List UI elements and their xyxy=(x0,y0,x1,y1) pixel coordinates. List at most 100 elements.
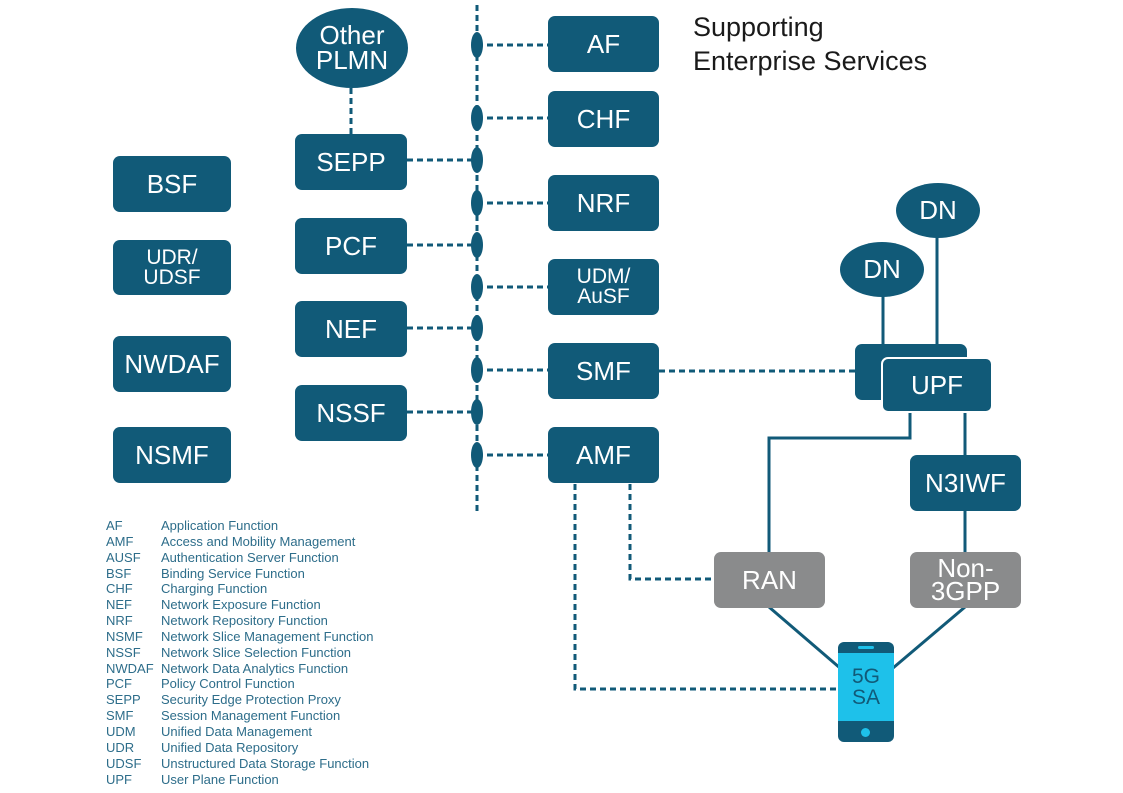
legend-abbreviation: NSMF xyxy=(106,628,143,644)
nf-n3iwf[interactable]: N3IWF xyxy=(910,455,1021,511)
plmn-label-1: Other xyxy=(319,20,385,50)
bus-junction xyxy=(471,32,483,58)
legend-description: Network Repository Function xyxy=(161,613,328,629)
nf-label: NSMF xyxy=(135,440,209,470)
dn-label: DN xyxy=(919,195,957,225)
bus-junction xyxy=(471,357,483,383)
nf-nsmf[interactable]: NSMF xyxy=(113,427,231,483)
legend-description: Access and Mobility Management xyxy=(161,533,356,549)
legend-abbreviation: AMF xyxy=(106,533,134,549)
ran-label: RAN xyxy=(742,565,797,595)
legend-description: Network Exposure Function xyxy=(161,597,321,613)
bus-junction xyxy=(471,442,483,468)
legend-row: NRF Network Repository Function xyxy=(106,613,373,629)
nf-bsf[interactable]: BSF xyxy=(113,156,231,212)
legend-row: UDR Unified Data Repository xyxy=(106,740,373,756)
device-label-1: 5G xyxy=(851,665,880,688)
nf-label: AF xyxy=(586,29,621,59)
legend-abbreviation: AUSF xyxy=(106,549,141,565)
nf-nrf[interactable]: NRF xyxy=(548,175,659,231)
title-line-1: Supporting xyxy=(693,12,824,42)
dn-label: DN xyxy=(863,254,901,284)
nf-label: PCF xyxy=(325,231,377,261)
legend-description: Network Data Analytics Function xyxy=(161,660,349,676)
nf-smf[interactable]: SMF xyxy=(548,343,659,399)
legend-abbreviation: NWDAF xyxy=(106,660,154,676)
legend-abbreviation: AF xyxy=(106,518,123,533)
bus-junction xyxy=(471,232,483,258)
legend-description: Unified Data Management xyxy=(161,723,313,739)
bus-junction xyxy=(471,105,483,131)
legend-abbreviation: PCF xyxy=(106,676,132,692)
legend-abbreviation: UDSF xyxy=(106,755,142,771)
nf-nssf[interactable]: NSSF xyxy=(295,385,407,441)
legend-abbreviation: NRF xyxy=(106,613,133,629)
ran-node[interactable]: RAN xyxy=(714,552,825,608)
legend-row: UDSF Unstructured Data Storage Function xyxy=(106,756,373,772)
non3gpp-device-link xyxy=(892,605,966,670)
legend-description: Network Slice Selection Function xyxy=(161,644,352,660)
legend-abbreviation: SMF xyxy=(106,708,134,724)
nf-pcf[interactable]: PCF xyxy=(295,218,407,274)
nf-label: UPF xyxy=(911,370,963,400)
non3gpp-label-1: Non- xyxy=(937,553,994,583)
diagram-title: Supporting Enterprise Services xyxy=(693,10,927,78)
legend-row: SMF Session Management Function xyxy=(106,708,373,724)
ran-device-link xyxy=(768,605,841,670)
nf-udm-ausf[interactable]: UDM/AuSF xyxy=(548,259,659,315)
nf-udr-udsf[interactable]: UDR/ UDSF xyxy=(113,240,231,295)
legend-description: Unified Data Repository xyxy=(161,739,299,755)
title-line-2: Enterprise Services xyxy=(693,46,928,76)
nf-label: AMF xyxy=(576,440,631,470)
bus-junction xyxy=(471,190,483,216)
nf-upf[interactable]: UPF xyxy=(881,357,993,413)
legend-abbreviation: UPF xyxy=(106,771,132,787)
nf-label: NWDAF xyxy=(124,349,220,379)
legend-abbreviation: UDM xyxy=(106,723,136,739)
legend-abbreviation: UDR xyxy=(106,739,135,755)
nf-nwdaf[interactable]: NWDAF xyxy=(113,336,231,392)
bus-junction xyxy=(471,274,483,300)
legend-description: Session Management Function xyxy=(161,708,341,724)
non3gpp-label-2: 3GPP xyxy=(930,576,1001,606)
nf-label: UDR/ UDSF xyxy=(143,245,201,289)
nf-label: SEPP xyxy=(316,147,386,177)
legend-row: AMF Access and Mobility Management xyxy=(106,534,373,550)
bus-junctions xyxy=(471,32,483,468)
legend-description: Charging Function xyxy=(161,581,268,597)
dn-node-1[interactable]: DN xyxy=(840,242,924,297)
legend-description: Unstructured Data Storage Function xyxy=(161,755,370,771)
nf-amf[interactable]: AMF xyxy=(548,427,659,483)
bus-junction xyxy=(471,315,483,341)
amf-ran-link xyxy=(628,484,714,581)
legend-description: Binding Service Function xyxy=(161,565,305,581)
legend-description: User Plane Function xyxy=(161,771,279,787)
nf-af[interactable]: AF xyxy=(548,16,659,72)
dn-node-2[interactable]: DN xyxy=(896,183,980,238)
nf-chf[interactable]: CHF xyxy=(548,91,659,147)
nf-label-1: UDM/ xyxy=(576,265,631,288)
non3gpp-node[interactable]: Non-3GPP xyxy=(910,552,1021,608)
nf-label: NEF xyxy=(325,314,377,344)
legend-description: Application Function xyxy=(161,518,279,533)
upf-ran-link xyxy=(767,411,912,553)
nf-sepp[interactable]: SEPP xyxy=(295,134,407,190)
nf-label: N3IWF xyxy=(925,468,1006,498)
nf-nef[interactable]: NEF xyxy=(295,301,407,357)
legend-row: AF Application Function xyxy=(106,518,373,534)
bus-junction xyxy=(471,399,483,425)
amf-device-link xyxy=(573,484,838,691)
nf-label-2: AuSF xyxy=(577,285,630,308)
